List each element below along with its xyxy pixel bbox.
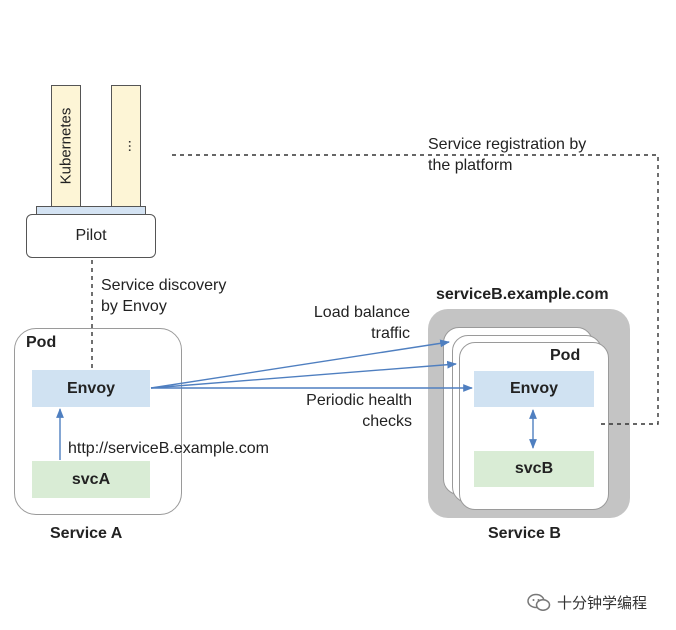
service-discovery-text: Service discovery by Envoy xyxy=(101,275,226,317)
service-registration-line2: the platform xyxy=(428,157,513,174)
service-a-envoy-label: Envoy xyxy=(66,379,115,397)
watermark: 十分钟学编程 xyxy=(527,592,647,613)
traffic-arrow-1 xyxy=(150,339,450,389)
service-b-svc: svcB xyxy=(474,451,594,487)
service-registration-text: Service registration by the platform xyxy=(428,134,586,176)
kubernetes-adapter: Kubernetes xyxy=(51,85,81,207)
service-b-envoy-label: Envoy xyxy=(509,380,558,397)
service-registration-line1: Service registration by xyxy=(428,136,587,153)
service-discovery-line1: Service discovery xyxy=(101,277,227,294)
service-a-caption: Service A xyxy=(50,525,123,542)
service-b-hostname: serviceB.example.com xyxy=(436,286,609,303)
wechat-icon xyxy=(527,593,551,613)
service-a-envoy: Envoy xyxy=(32,370,150,407)
health-check-line2: checks xyxy=(362,413,412,430)
traffic-arrow-2 xyxy=(150,360,457,389)
pilot-label: Pilot xyxy=(75,227,107,244)
watermark-text: 十分钟学编程 xyxy=(557,595,648,612)
load-balance-line2: traffic xyxy=(371,325,410,342)
load-balance-text: Load balance traffic xyxy=(262,302,410,344)
service-url-text: http://serviceB.example.com xyxy=(68,440,269,457)
other-adapter: ... xyxy=(111,85,141,207)
load-balance-line1: Load balance xyxy=(313,304,410,321)
pilot-box: Pilot xyxy=(26,214,156,258)
service-b-svc-label: svcB xyxy=(514,460,554,477)
service-a-pod-label: Pod xyxy=(26,334,57,351)
health-check-text: Periodic health checks xyxy=(262,390,412,432)
service-b-envoy: Envoy xyxy=(474,371,594,407)
service-b-caption: Service B xyxy=(488,525,561,542)
health-check-line1: Periodic health xyxy=(306,392,412,409)
service-b-pod-label: Pod xyxy=(550,347,581,364)
service-registration-line xyxy=(172,154,659,425)
service-discovery-line2: by Envoy xyxy=(101,298,167,315)
service-a-svc-label: svcA xyxy=(71,470,111,488)
service-a-svc: svcA xyxy=(32,461,150,498)
